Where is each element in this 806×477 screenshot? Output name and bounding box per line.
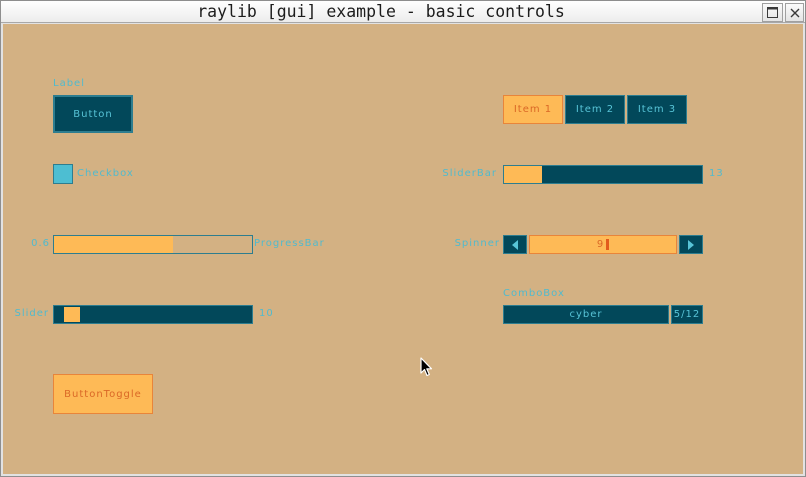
combobox-selected: cyber [569,309,603,320]
slider-label: Slider [14,308,49,319]
maximize-icon [766,6,779,19]
spinner-value-box[interactable]: 9 [529,235,677,254]
button[interactable]: Button [53,95,133,133]
slider-track[interactable] [53,305,253,324]
title-bar[interactable]: raylib [gui] example - basic controls [1,1,805,23]
maximize-button[interactable] [762,3,783,22]
sliderbar-value: 13 [709,168,724,179]
window-title: raylib [gui] example - basic controls [197,2,565,21]
arrow-pointer-icon [420,357,433,382]
sliderbar-track[interactable] [503,165,703,184]
slider-value: 10 [259,308,274,319]
toggle-item-3[interactable]: Item 3 [627,95,687,124]
combobox-label: ComboBox [503,288,565,299]
slider-thumb[interactable] [63,307,80,322]
close-icon [789,7,801,19]
progress-bar-label: ProgressBar [254,238,325,249]
progress-bar-fill [54,236,173,253]
combobox[interactable]: cyber [503,305,669,324]
toggle-item-label: Item 1 [513,104,553,115]
button-label: Button [73,108,113,120]
label-text: Label [53,78,85,89]
combobox-counter[interactable]: 5/12 [671,305,703,324]
toggle-item-1[interactable]: Item 1 [503,95,563,124]
button-toggle-label: ButtonToggle [64,388,142,400]
combobox-counter-text: 5/12 [673,309,701,320]
checkbox-label: Checkbox [77,168,134,179]
sliderbar-label: SliderBar [442,168,497,179]
progress-bar [53,235,253,254]
client-area: Label Button Checkbox 0.6 ProgressBar Sl… [3,24,803,474]
mouse-cursor [420,357,433,378]
spinner-increment-button[interactable] [679,235,703,254]
toggle-item-label: Item 3 [637,104,677,115]
checkbox-mark [54,165,72,183]
checkbox[interactable] [53,164,73,184]
spinner-caret [606,239,610,250]
arrow-right-icon [687,239,695,250]
sliderbar-fill [504,166,542,183]
progress-bar-value: 0.6 [31,238,50,249]
arrow-left-icon [511,239,519,250]
close-button[interactable] [785,3,804,22]
button-toggle[interactable]: ButtonToggle [53,374,153,414]
toggle-item-2[interactable]: Item 2 [565,95,625,124]
spinner-value: 9 [596,239,605,250]
toggle-item-label: Item 2 [575,104,615,115]
spinner-label: Spinner [454,238,500,249]
spinner-decrement-button[interactable] [503,235,527,254]
